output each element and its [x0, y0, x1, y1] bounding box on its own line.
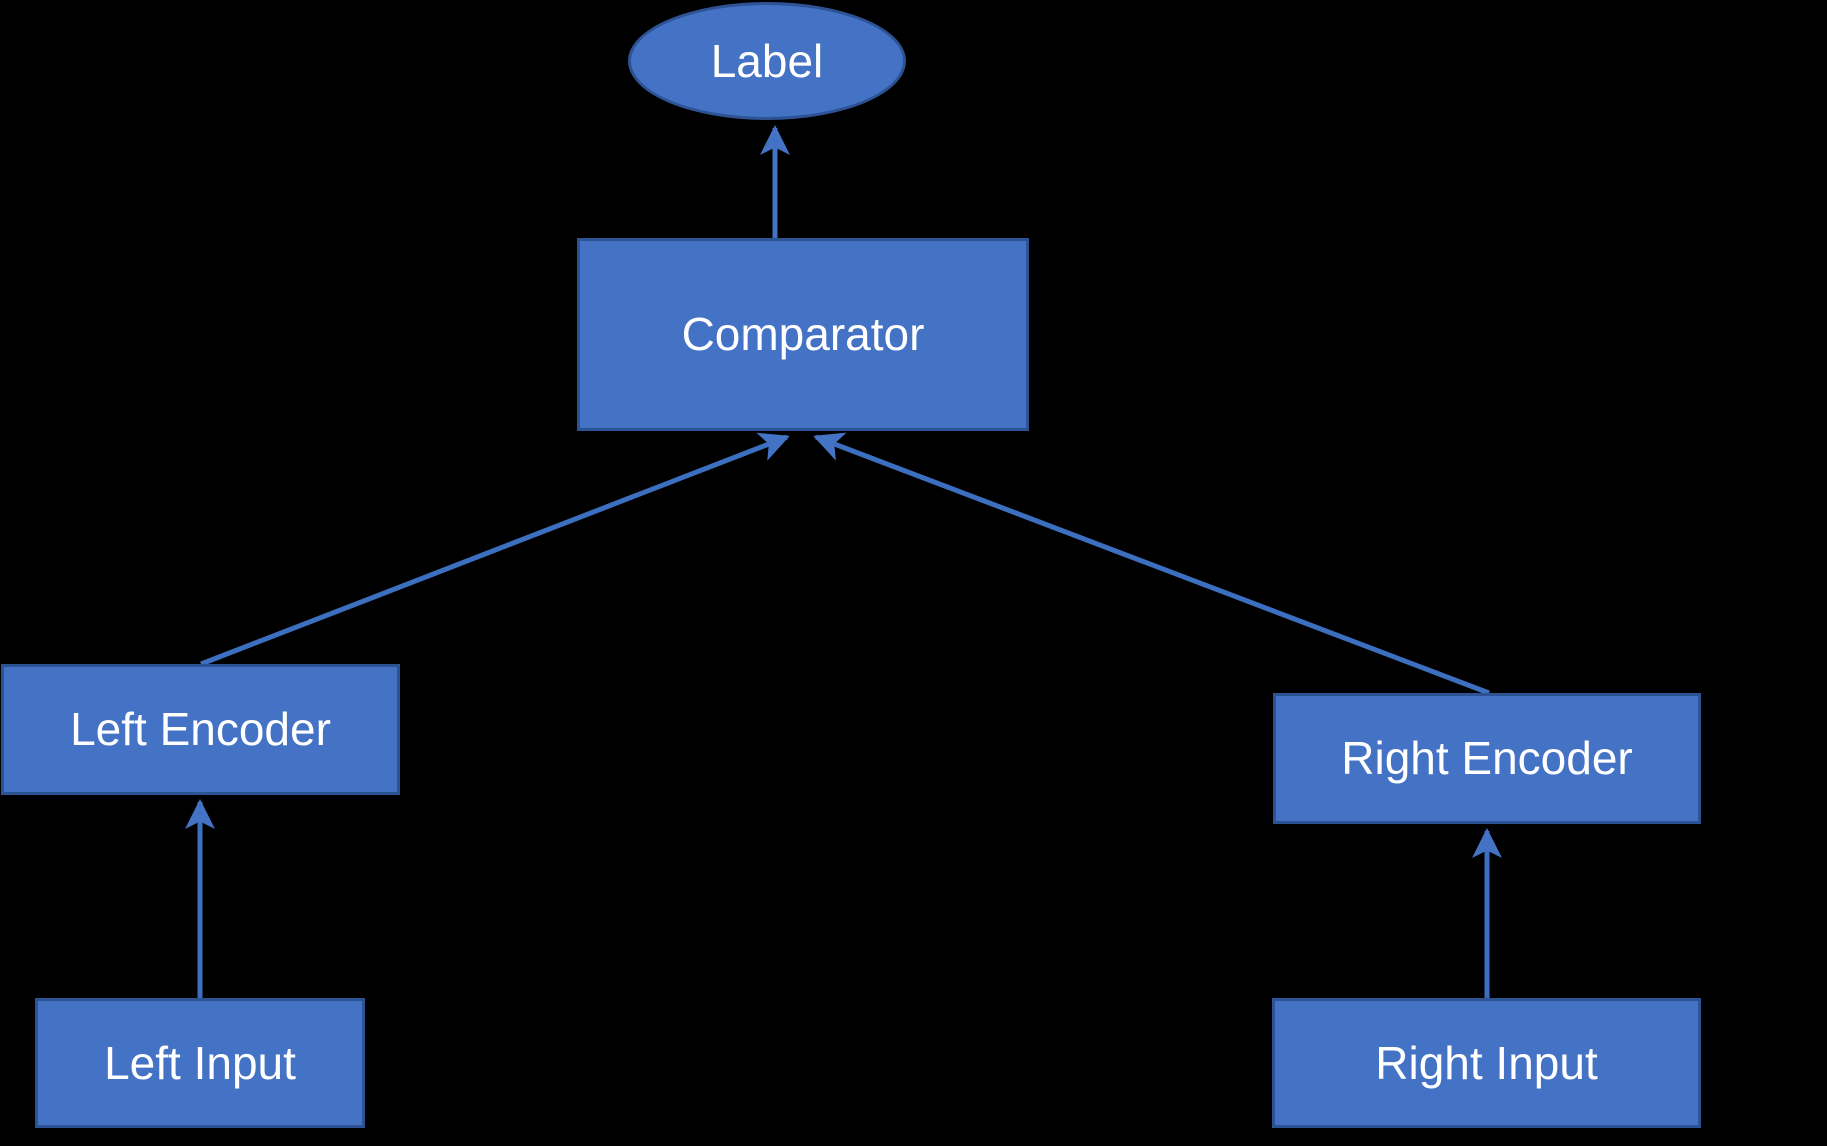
node-comparator-text: Comparator — [681, 308, 925, 361]
node-label[interactable]: Label — [628, 2, 906, 120]
node-right-input[interactable]: Right Input — [1272, 998, 1701, 1128]
node-left-input-text: Left Input — [104, 1036, 296, 1089]
node-right-encoder[interactable]: Right Encoder — [1273, 693, 1701, 824]
node-left-input[interactable]: Left Input — [35, 998, 365, 1128]
edge-right-encoder-to-comparator — [813, 432, 1490, 696]
node-right-encoder-text: Right Encoder — [1341, 732, 1633, 785]
node-right-input-text: Right Input — [1375, 1036, 1598, 1089]
node-left-encoder[interactable]: Left Encoder — [1, 664, 400, 795]
node-comparator[interactable]: Comparator — [577, 238, 1029, 431]
node-left-encoder-text: Left Encoder — [70, 703, 331, 756]
edge-left-encoder-to-comparator — [200, 432, 790, 667]
node-label-text: Label — [710, 34, 824, 87]
